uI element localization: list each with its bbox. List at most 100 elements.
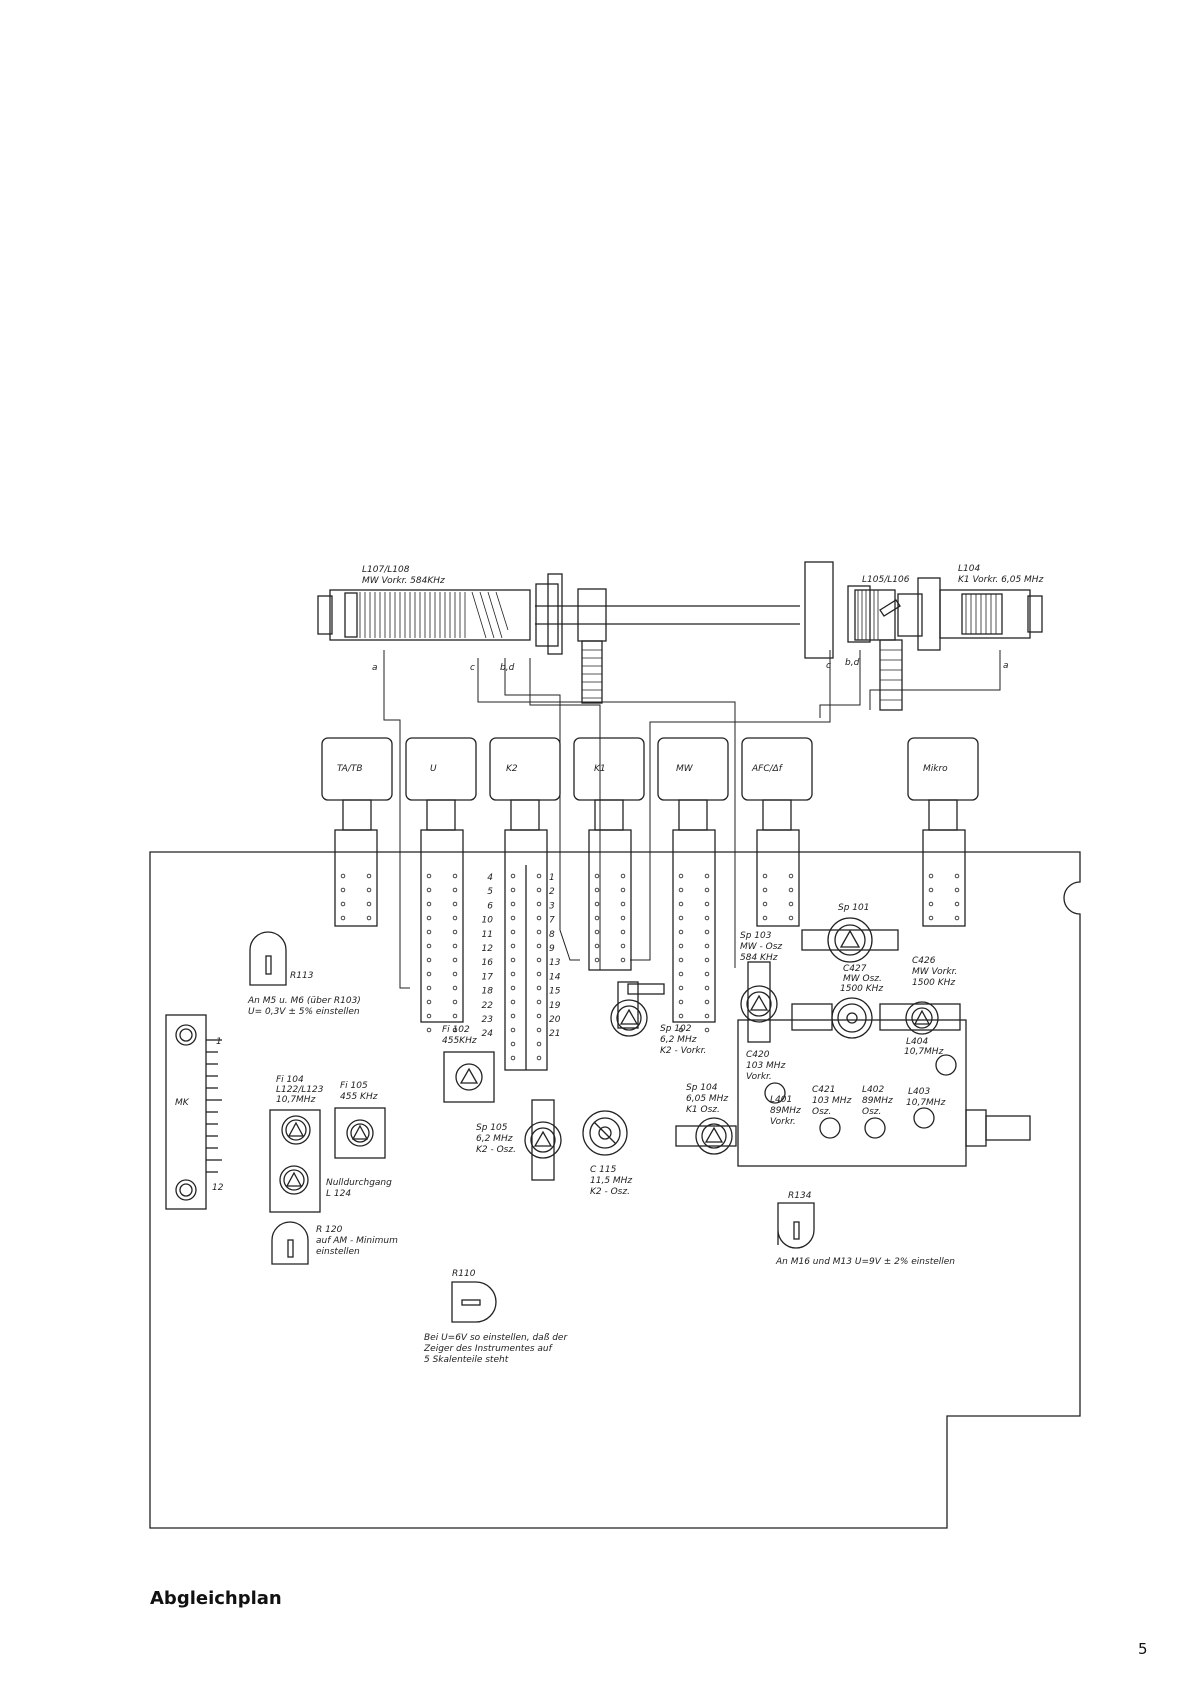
k2-pin-left: 22 bbox=[482, 1001, 494, 1011]
label-l107-sub: MW Vorkr. 584KHz bbox=[362, 576, 445, 586]
switch-pin bbox=[452, 1013, 458, 1019]
diagram-labels: L107/L108 MW Vorkr. 584KHz L105/L106 L10… bbox=[175, 564, 1044, 1365]
switch-pin bbox=[620, 901, 626, 907]
scale-label-bottom: 12 bbox=[212, 1183, 224, 1193]
k2-pin-right: 19 bbox=[549, 1001, 561, 1011]
switch-pin bbox=[954, 873, 960, 879]
switch-pin bbox=[536, 971, 542, 977]
switch-pin bbox=[788, 887, 794, 893]
scale-mk bbox=[165, 1014, 222, 1210]
switch-pin bbox=[704, 1013, 710, 1019]
switch-pin bbox=[510, 901, 516, 907]
label-sp105-f: 6,2 MHz bbox=[476, 1134, 513, 1144]
switch-pin bbox=[426, 957, 432, 963]
switch-pin bbox=[510, 887, 516, 893]
label-c421: C421 bbox=[812, 1085, 835, 1095]
label-fi102: Fi 102 bbox=[442, 1025, 470, 1035]
label-sp102: Sp 102 bbox=[660, 1024, 692, 1034]
switch-pin bbox=[678, 873, 684, 879]
switch-pin bbox=[762, 901, 768, 907]
label-r110: R110 bbox=[452, 1269, 476, 1279]
switch-pin bbox=[536, 943, 542, 949]
label-c420-v: Vorkr. bbox=[746, 1072, 772, 1082]
switch-pin bbox=[704, 985, 710, 991]
switch-pin bbox=[704, 915, 710, 921]
switch-pin bbox=[620, 943, 626, 949]
switch-pin bbox=[366, 915, 372, 921]
switch-pin bbox=[594, 943, 600, 949]
switch-pin bbox=[594, 915, 600, 921]
label-l104-sub: K1 Vorkr. 6,05 MHz bbox=[958, 575, 1044, 585]
switch-pin bbox=[620, 873, 626, 879]
switch-pin bbox=[510, 957, 516, 963]
switch-pin bbox=[366, 873, 372, 879]
switch-pin bbox=[452, 999, 458, 1005]
note-r134: An M16 und M13 U=9V ± 2% einstellen bbox=[775, 1257, 955, 1267]
switch-pin bbox=[762, 915, 768, 921]
filter-fi105 bbox=[334, 1107, 386, 1159]
trimpot-r120 bbox=[271, 1221, 309, 1265]
switch-pin bbox=[426, 873, 432, 879]
note-r120-2: einstellen bbox=[316, 1247, 360, 1257]
button-label-mw: MW bbox=[676, 764, 694, 774]
trimmer-c115 bbox=[582, 1110, 628, 1156]
button-label-afc: AFC/Δf bbox=[751, 764, 784, 774]
switch-pin bbox=[678, 1013, 684, 1019]
switch-pin bbox=[452, 985, 458, 991]
switch-pin bbox=[536, 1055, 542, 1061]
coil-sp101 bbox=[801, 917, 899, 963]
label-c427-mw: MW Osz. bbox=[843, 974, 882, 984]
switch-pin bbox=[510, 943, 516, 949]
k2-pin-left: 23 bbox=[482, 1015, 494, 1025]
switch-pin bbox=[704, 971, 710, 977]
switch-pin bbox=[678, 985, 684, 991]
switch-pin bbox=[704, 957, 710, 963]
k2-pin-right: 14 bbox=[549, 972, 561, 982]
button-label-k1: K1 bbox=[594, 764, 606, 774]
scale-label-mk: MK bbox=[175, 1098, 190, 1108]
switch-pin bbox=[510, 985, 516, 991]
switch-pin bbox=[426, 1013, 432, 1019]
k2-pin-right: 9 bbox=[549, 944, 555, 954]
switch-pin bbox=[452, 915, 458, 921]
k2-pin-left: 11 bbox=[482, 930, 493, 940]
pushbutton-ta-tb bbox=[321, 737, 393, 927]
switch-pin bbox=[678, 901, 684, 907]
label-c427-f: 1500 KHz bbox=[840, 984, 883, 994]
switch-pin bbox=[704, 873, 710, 879]
k2-pin-right: 2 bbox=[549, 887, 555, 897]
switch-pin bbox=[510, 1041, 516, 1047]
switch-pin bbox=[510, 873, 516, 879]
label-c420-f: 103 MHz bbox=[746, 1061, 786, 1071]
pushbutton-bank bbox=[321, 737, 979, 1071]
note-r113-1: An M5 u. M6 (über R103) bbox=[247, 996, 361, 1006]
switch-pin bbox=[678, 943, 684, 949]
label-c420: C420 bbox=[746, 1050, 770, 1060]
label-sp103-f: 584 KHz bbox=[740, 953, 778, 963]
switch-pin bbox=[366, 901, 372, 907]
switch-pin bbox=[594, 957, 600, 963]
label-c115-f: 11,5 MHz bbox=[590, 1176, 632, 1186]
switch-pin bbox=[788, 873, 794, 879]
label-fi105-f: 455 KHz bbox=[340, 1092, 378, 1102]
switch-pin bbox=[452, 957, 458, 963]
switch-pin bbox=[954, 887, 960, 893]
button-label-u: U bbox=[430, 764, 437, 774]
k2-pin-right: 7 bbox=[549, 916, 555, 926]
label-l404-f: 10,7MHz bbox=[904, 1047, 944, 1057]
k2-pin-left: 4 bbox=[487, 873, 493, 883]
switch-pin bbox=[340, 887, 346, 893]
coil-sp105 bbox=[524, 1099, 562, 1181]
switch-pin bbox=[594, 887, 600, 893]
switch-pin bbox=[620, 929, 626, 935]
label-r113: R113 bbox=[290, 971, 314, 981]
button-label-mikro: Mikro bbox=[923, 764, 948, 774]
switch-pin bbox=[536, 929, 542, 935]
label-l403: L403 bbox=[908, 1087, 930, 1097]
trimpot-r113 bbox=[249, 931, 287, 986]
page-number: 5 bbox=[1138, 1640, 1148, 1658]
switch-pin bbox=[426, 943, 432, 949]
k2-pin-left: 10 bbox=[482, 916, 494, 926]
switch-pin bbox=[536, 915, 542, 921]
